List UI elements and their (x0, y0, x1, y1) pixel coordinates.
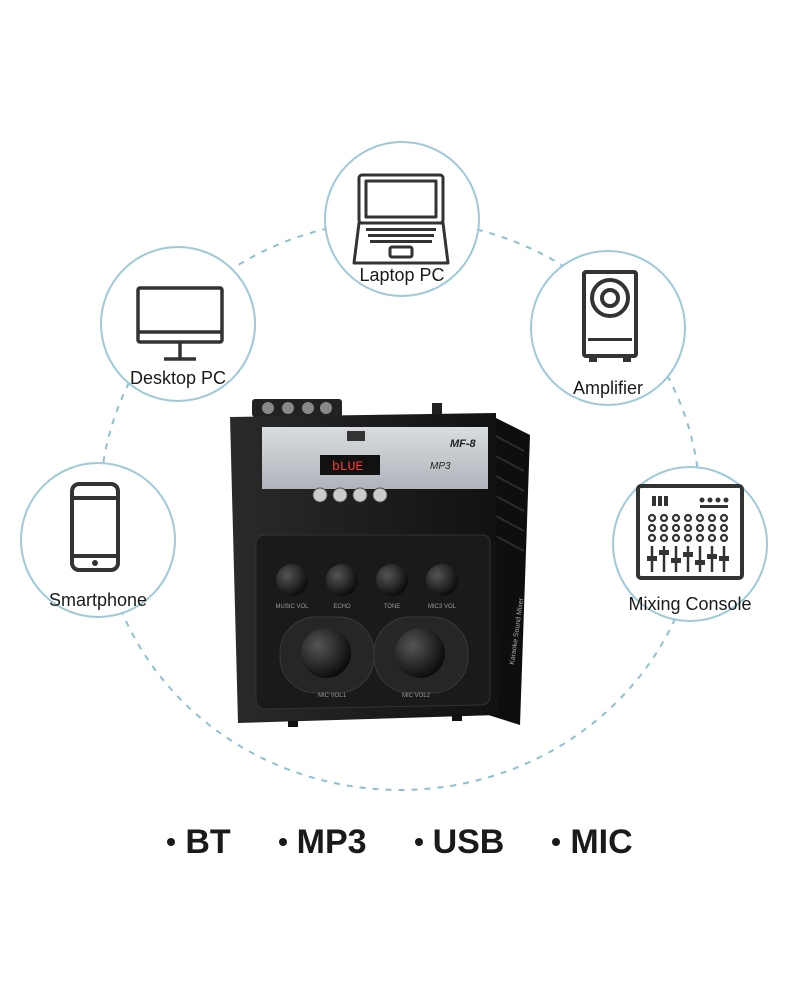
amplifier-label: Amplifier (572, 378, 643, 398)
feature-item: MP3 (278, 823, 367, 862)
tone-knob[interactable] (376, 564, 408, 596)
connection-amplifier: Amplifier (530, 250, 686, 406)
knob-label: MIC3 VOL (428, 604, 457, 610)
usb-slot (347, 431, 365, 441)
speaker-icon (582, 270, 638, 362)
next-button[interactable] (372, 487, 388, 503)
karaoke-mixer-device: Karaoke Sound Mixer MF-8 bLUE MP3 MUSIC … (230, 399, 530, 727)
bullet-icon (552, 838, 561, 846)
feature-item: USB (414, 823, 504, 862)
mic-vol1-knob[interactable] (301, 628, 351, 678)
feature-list: BT MP3 USB MIC (0, 812, 800, 872)
knob-label: MUSIC VOL (275, 604, 309, 610)
prev-button[interactable] (312, 487, 328, 503)
mixing-console-icon (636, 484, 744, 580)
connection-mixing-console: Mixing Console (612, 466, 768, 622)
big-knob-label: MIC VOL1 (318, 693, 347, 699)
echo-knob[interactable] (326, 564, 358, 596)
knob-label: TONE (384, 604, 401, 610)
desktop-label: Desktop PC (129, 368, 227, 388)
bullet-icon (414, 838, 423, 846)
feature-item: BT (167, 823, 231, 862)
feature-item: MIC (552, 823, 633, 862)
smartphone-label: Smartphone (48, 590, 148, 610)
led-display-text: bLUE (332, 459, 363, 474)
mp3-badge: MP3 (430, 461, 451, 472)
desktop-monitor-icon (136, 286, 224, 361)
laptop-icon (352, 173, 450, 265)
big-knob-label: MIC VOL2 (402, 693, 431, 699)
play-button[interactable] (332, 487, 348, 503)
bullet-icon (278, 838, 287, 846)
bullet-icon (167, 838, 176, 846)
mixing-console-label: Mixing Console (628, 594, 752, 614)
mic-vol2-knob[interactable] (395, 628, 445, 678)
mode-button[interactable] (352, 487, 368, 503)
laptop-label: Laptop PC (359, 265, 445, 285)
knob-label: ECHO (333, 604, 351, 610)
model-label: MF-8 (450, 438, 477, 450)
connection-desktop: Desktop PC (100, 246, 256, 402)
connection-smartphone: Smartphone (20, 462, 176, 618)
connection-laptop: Laptop PC (324, 141, 480, 297)
music-vol-knob[interactable] (276, 564, 308, 596)
smartphone-icon (70, 482, 120, 572)
led-display (320, 455, 380, 475)
mic3-vol-knob[interactable] (426, 564, 458, 596)
